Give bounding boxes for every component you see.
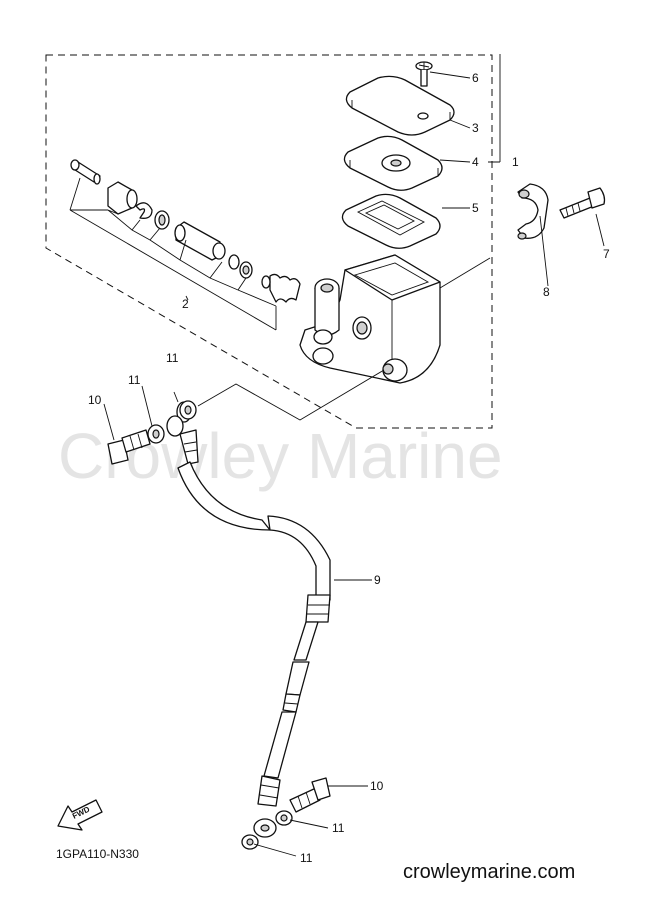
callout-11-lower-right: 11: [332, 821, 345, 835]
callout-10-upper: 10: [88, 393, 102, 407]
piston-kit: [70, 159, 301, 303]
fwd-arrow-icon: FWD: [57, 799, 103, 831]
handlebar-holder: [517, 183, 549, 240]
washer-lower-left-hole: [246, 838, 254, 846]
washer-lower-right-hole: [280, 814, 288, 822]
leader-lines: [103, 54, 605, 857]
callout-11-lower-left: 11: [300, 851, 313, 865]
callout-11-upper-left: 11: [128, 373, 141, 387]
brake-hose: [166, 401, 331, 838]
washer-upper-left-hole: [152, 429, 160, 439]
callout-6: 6: [472, 71, 479, 85]
callout-3: 3: [472, 121, 479, 135]
callout-9: 9: [374, 573, 381, 587]
piston-kit-leader-lines: [69, 177, 277, 331]
washer-upper-right-hole: [184, 405, 192, 415]
reservoir-cap: [345, 75, 455, 136]
cap-screw: [415, 61, 433, 87]
callout-1: 1: [512, 155, 519, 169]
website-url: crowleymarine.com: [403, 861, 575, 883]
diagram-code: 1GPA110-N330: [56, 847, 139, 861]
callout-5: 5: [472, 201, 479, 215]
diaphragm: [341, 193, 441, 249]
callout-2: 2: [182, 297, 189, 311]
callout-10-lower: 10: [370, 779, 384, 793]
hose-connection-line: [197, 369, 385, 421]
banjo-bolt-upper: [107, 429, 151, 465]
watermark: Crowley Marine: [58, 420, 503, 492]
diaphragm-plate: [343, 135, 443, 191]
callout-8: 8: [543, 285, 550, 299]
holder-bolt: [559, 187, 606, 219]
master-cylinder-body: [299, 254, 441, 384]
callout-4: 4: [472, 155, 479, 169]
callout-7: 7: [603, 247, 610, 261]
callout-11-upper-right: 11: [166, 351, 179, 365]
banjo-bolt-lower: [289, 777, 331, 813]
assembly-boundary: [45, 54, 493, 429]
